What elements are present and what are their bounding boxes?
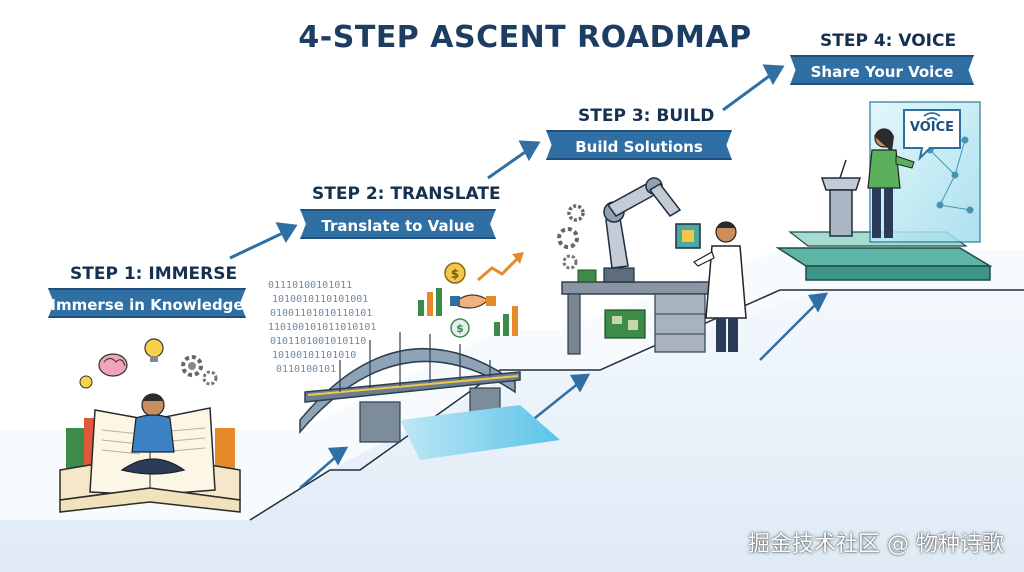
stair-slab-shade bbox=[0, 250, 1024, 572]
step4-banner: Share Your Voice bbox=[790, 55, 974, 85]
ascent-arrow-low-3 bbox=[759, 292, 829, 361]
svg-text:$: $ bbox=[451, 267, 459, 281]
step4-title: STEP 4: VOICE bbox=[820, 31, 957, 51]
step1-scene bbox=[59, 393, 241, 513]
page-title: 4-STEP ASCENT ROADMAP bbox=[298, 20, 752, 55]
lightbulb-icon bbox=[144, 338, 164, 362]
step2-title: STEP 2: TRANSLATE bbox=[312, 184, 501, 204]
gear-icon-step3 bbox=[557, 204, 585, 270]
step4-scene bbox=[775, 101, 993, 281]
svg-text:0101101001010110: 0101101001010110 bbox=[270, 336, 366, 347]
step2-banner: Translate to Value bbox=[300, 209, 496, 239]
wifi-icon bbox=[923, 112, 941, 121]
ascent-arrow-3 bbox=[722, 64, 785, 112]
speech-bubble-icon bbox=[903, 109, 961, 162]
step1-banner: Immerse in Knowledge bbox=[48, 288, 246, 318]
svg-text:110100101011010101: 110100101011010101 bbox=[268, 322, 376, 333]
binary-stream: 01110100101011 1010010110101001 01001101… bbox=[268, 280, 376, 375]
ascent-arrow-low-1 bbox=[299, 446, 349, 489]
svg-text:0110100101: 0110100101 bbox=[276, 364, 336, 375]
ascent-arrow-2 bbox=[487, 140, 541, 180]
growth-chart-icon bbox=[418, 252, 524, 336]
watermark: 掘金技术社区 @ 物种诗歌 bbox=[748, 532, 1004, 557]
step3-banner: Build Solutions bbox=[546, 130, 732, 160]
svg-text:01001101010110101: 01001101010110101 bbox=[270, 308, 372, 319]
svg-text:1010010110101001: 1010010110101001 bbox=[272, 294, 368, 305]
brain-icon bbox=[98, 353, 128, 377]
lightbulb-icon-small bbox=[79, 375, 93, 389]
ascent-arrow-1 bbox=[229, 222, 298, 260]
gear-icon bbox=[181, 355, 218, 386]
stair-edge bbox=[249, 289, 1024, 521]
voice-bubble-text: VOICE bbox=[909, 120, 955, 135]
svg-text:10100101101010: 10100101101010 bbox=[272, 350, 356, 361]
svg-text:01110100101011: 01110100101011 bbox=[268, 280, 352, 291]
step3-title: STEP 3: BUILD bbox=[578, 106, 715, 126]
bridge bbox=[299, 332, 560, 460]
handshake-icon bbox=[450, 294, 496, 309]
robot-arm-icon bbox=[603, 177, 701, 283]
engineer-figure bbox=[693, 221, 747, 352]
coin-icon: $ $ bbox=[444, 262, 470, 338]
step1-title: STEP 1: IMMERSE bbox=[70, 264, 238, 284]
step3-scene bbox=[561, 269, 711, 355]
svg-text:$: $ bbox=[456, 322, 464, 335]
